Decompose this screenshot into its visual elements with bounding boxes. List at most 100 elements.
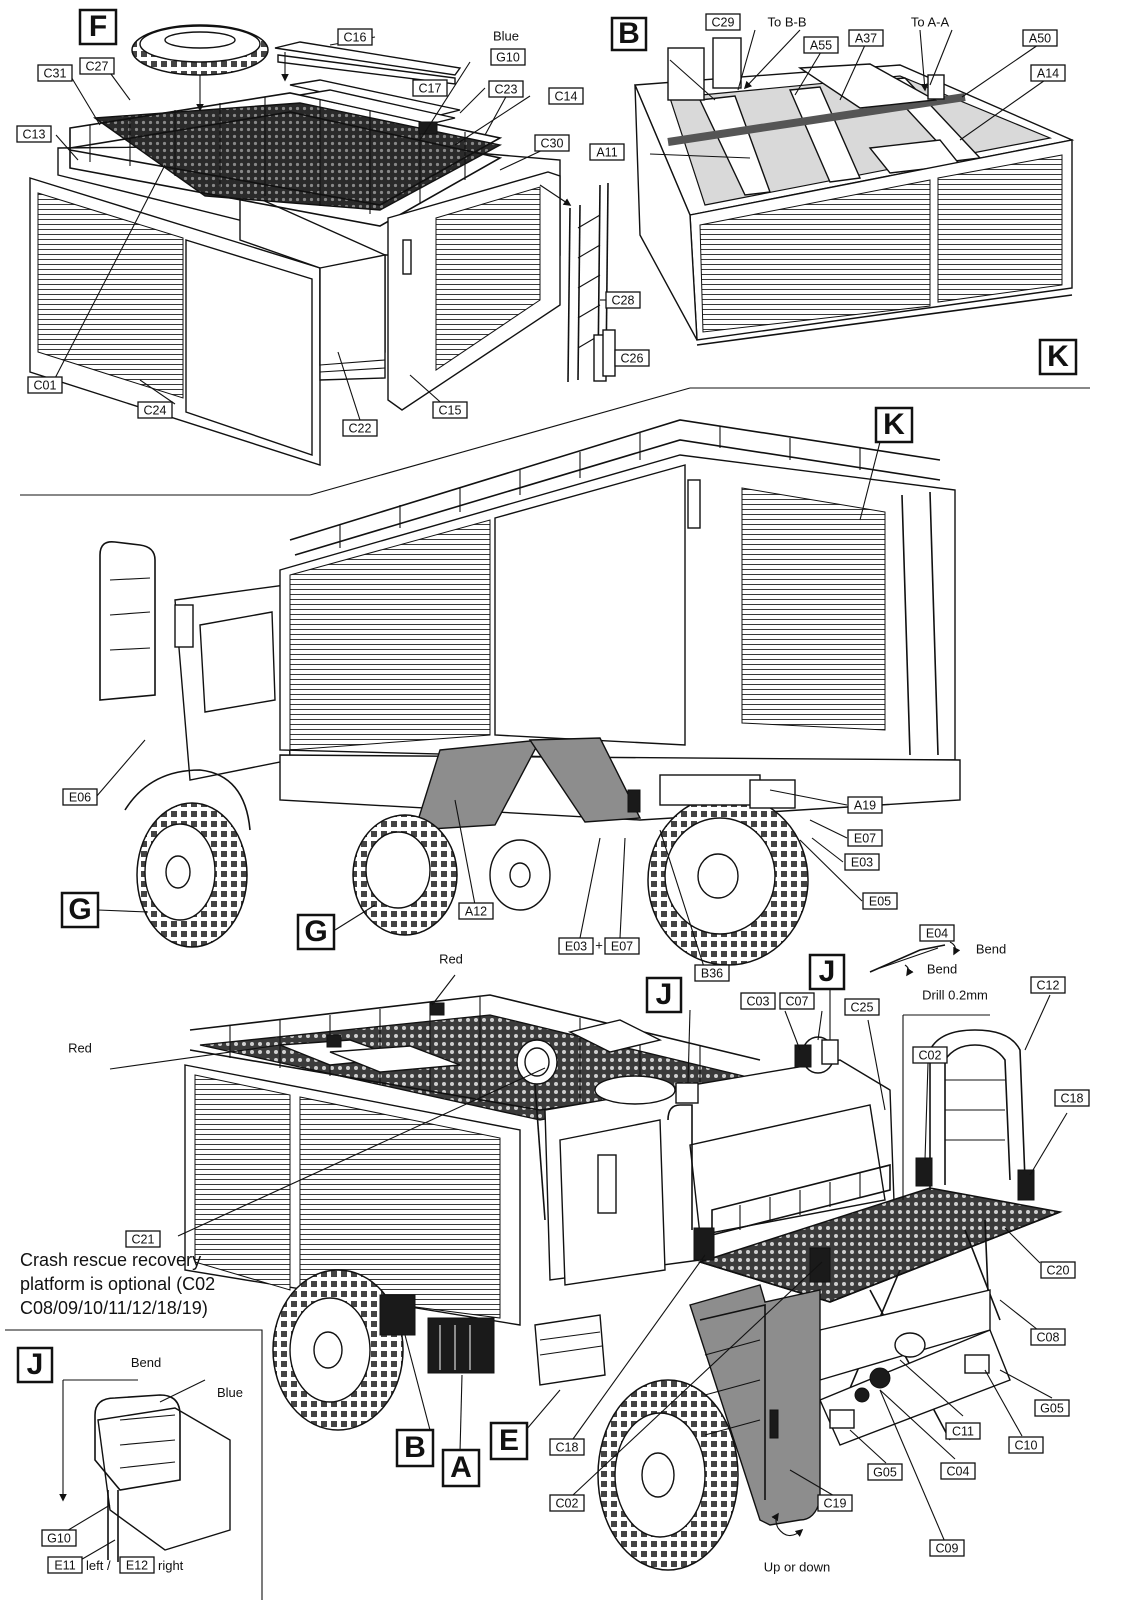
label-box	[488, 80, 524, 98]
part-label: A37	[848, 29, 884, 47]
part-label: C19	[817, 1494, 853, 1512]
label-box	[779, 992, 815, 1010]
label-box	[844, 853, 880, 871]
label-box	[605, 291, 641, 309]
label-text: G05	[873, 1465, 897, 1479]
label-box	[844, 998, 880, 1016]
svg-text:F: F	[89, 10, 107, 43]
label-box	[458, 902, 494, 920]
label-text: Up or down	[764, 1559, 830, 1574]
label-box	[549, 1438, 585, 1456]
svg-text:K: K	[1047, 340, 1069, 373]
svg-text:G10: G10	[47, 1531, 71, 1545]
part-label: E06	[62, 788, 98, 806]
label-text: A12	[465, 904, 487, 918]
part-label: G05	[867, 1463, 903, 1481]
label-text: Red	[68, 1040, 92, 1055]
label-text: C10	[1015, 1438, 1038, 1452]
part-label: C29	[705, 13, 741, 31]
section-label-a: A	[441, 1448, 481, 1488]
label-text: C19	[824, 1496, 847, 1510]
part-label: C10	[1008, 1436, 1044, 1454]
part-label: C22	[342, 419, 378, 437]
label-text: C26	[621, 351, 644, 365]
label-text: C02	[556, 1496, 579, 1510]
label-box	[534, 134, 570, 152]
part-label: C18	[549, 1438, 585, 1456]
label-text: C18	[556, 1440, 579, 1454]
section-label-g-1: G	[60, 891, 100, 929]
svg-text:B: B	[404, 1431, 426, 1464]
text-label: Bend	[976, 941, 1006, 956]
label-box	[940, 1462, 976, 1480]
part-label: C21	[125, 1230, 161, 1248]
svg-text:E12: E12	[126, 1558, 148, 1572]
label-text: Red	[439, 951, 463, 966]
label-text: C28	[612, 293, 635, 307]
section-label-k: K	[1038, 338, 1078, 376]
text-label: Drill 0.2mm	[922, 987, 988, 1002]
label-box	[16, 125, 52, 143]
label-box	[705, 13, 741, 31]
text-label: Up or down	[764, 1559, 830, 1574]
part-label: C20	[1040, 1261, 1076, 1279]
part-label: A50	[1022, 29, 1058, 47]
label-box	[848, 29, 884, 47]
part-label: C09	[929, 1539, 965, 1557]
label-box	[79, 57, 115, 75]
part-label: C25	[844, 998, 880, 1016]
blue-label: Blue	[217, 1385, 243, 1400]
section-label-e: E	[489, 1421, 529, 1461]
label-text: A19	[854, 798, 876, 812]
label-box	[589, 143, 625, 161]
label-box	[37, 64, 73, 82]
label-text: C25	[851, 1000, 874, 1014]
label-box	[490, 48, 526, 66]
part-label-e12: E12	[119, 1556, 155, 1574]
right-label: right	[158, 1558, 184, 1573]
label-text: C21	[132, 1232, 155, 1246]
part-label-e11: E11	[47, 1556, 83, 1574]
part-label: C13	[16, 125, 52, 143]
part-label: C26	[614, 349, 650, 367]
label-text: C16	[344, 30, 367, 44]
part-label-g10: G10	[41, 1529, 77, 1547]
label-text: E03	[565, 939, 587, 953]
section-label-b-battery: B	[395, 1428, 435, 1468]
part-label: C03	[740, 992, 776, 1010]
label-box	[549, 1494, 585, 1512]
label-text: E03	[851, 855, 873, 869]
label-text: E05	[869, 894, 891, 908]
label-box	[412, 79, 448, 97]
part-label: A12	[458, 902, 494, 920]
label-text: Bend	[927, 961, 957, 976]
label-text: C20	[1047, 1263, 1070, 1277]
label-text: C18	[1061, 1091, 1084, 1105]
beacon-icon	[326, 1002, 445, 1048]
part-label: A19	[847, 796, 883, 814]
label-text: G10	[496, 50, 520, 64]
part-label: E07	[847, 829, 883, 847]
wheel-icon	[647, 794, 809, 966]
label-box	[862, 892, 898, 910]
svg-text:E: E	[499, 1424, 519, 1457]
label-box	[548, 87, 584, 105]
part-label: C24	[137, 401, 173, 419]
label-box	[432, 401, 468, 419]
label-text: To B-B	[767, 14, 806, 29]
part-label: C12	[1030, 976, 1066, 994]
svg-text:G: G	[68, 893, 91, 926]
label-text: E07	[854, 831, 876, 845]
part-label: E07	[604, 937, 640, 955]
part-label: E03	[558, 937, 594, 955]
svg-text:J: J	[27, 1348, 44, 1381]
part-label: A55	[803, 36, 839, 54]
svg-text:J: J	[656, 978, 673, 1011]
label-text: To A-A	[911, 14, 950, 29]
optional-note-line-1: Crash rescue recovery	[20, 1250, 201, 1270]
label-box	[614, 349, 650, 367]
wheel-icon	[597, 1379, 739, 1571]
label-text: C29	[712, 15, 735, 29]
